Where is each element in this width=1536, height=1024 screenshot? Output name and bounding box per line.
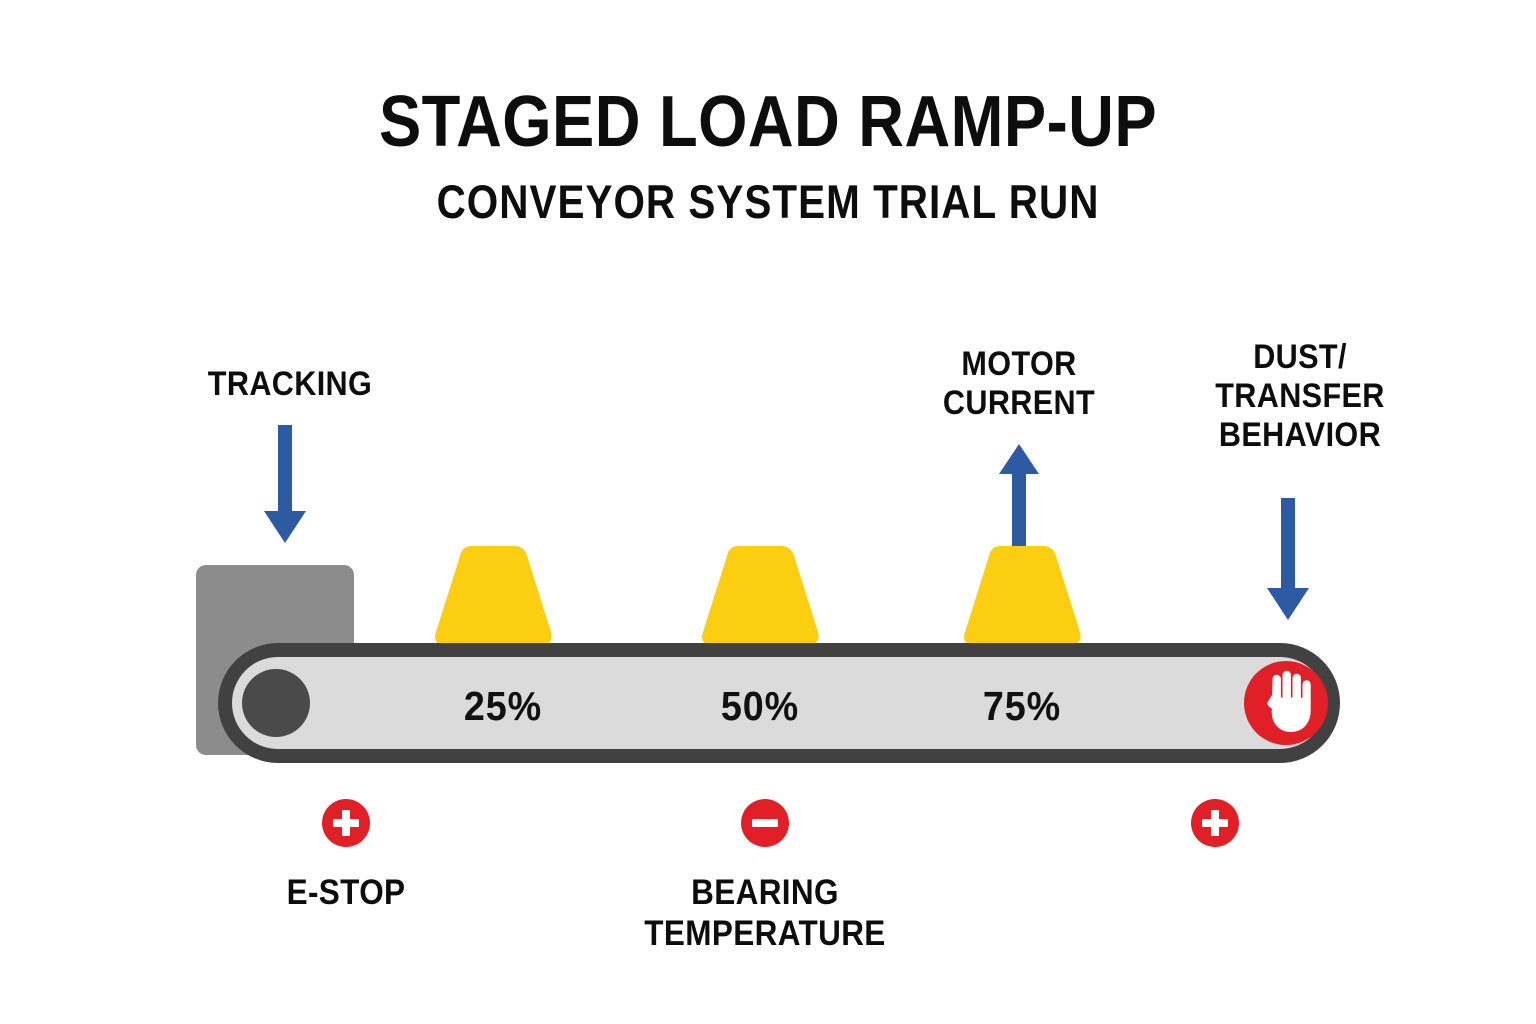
marker-label-bearing-temperature: BEARING TEMPERATURE [644, 873, 886, 953]
page-subtitle: CONVEYOR SYSTEM TRIAL RUN [436, 175, 1100, 228]
plus-circle-icon-e-stop[interactable] [322, 799, 370, 847]
stop-button[interactable] [1244, 661, 1328, 745]
marker-bearing-temperature[interactable] [741, 799, 789, 847]
roller-pulley-icon [242, 669, 310, 737]
conveyor-belt-surface [232, 657, 1326, 749]
stage-label-50: 50% [720, 683, 800, 729]
load-box-25-icon [435, 546, 552, 645]
marker-unlabeled-right[interactable] [1191, 799, 1239, 847]
stop-hand-icon [1267, 670, 1311, 732]
minus-circle-icon-bearing-temperature[interactable] [741, 799, 789, 847]
stage-label-75: 75% [982, 683, 1062, 729]
load-box-75-icon [964, 546, 1081, 645]
marker-label-e-stop: E-STOP [286, 873, 406, 912]
load-box-50-icon [702, 546, 819, 645]
callout-label-motor-current: MOTOR CURRENT [942, 345, 1096, 422]
callout-label-tracking: TRACKING [207, 365, 373, 403]
arrow-down-icon-tracking [264, 425, 306, 543]
arrow-up-icon-motor-current [999, 444, 1039, 548]
arrow-down-icon-dust-transfer [1267, 498, 1309, 620]
stage-label-25: 25% [463, 683, 543, 729]
page-title: STAGED LOAD RAMP-UP [378, 82, 1158, 162]
plus-bar-vertical [1211, 810, 1219, 836]
plus-bar-vertical [342, 810, 350, 836]
callout-label-dust-transfer-behavior: DUST/ TRANSFER BEHAVIOR [1215, 338, 1385, 454]
plus-circle-icon-right[interactable] [1191, 799, 1239, 847]
marker-e-stop[interactable] [322, 799, 370, 847]
minus-bar-horizontal [752, 819, 778, 827]
